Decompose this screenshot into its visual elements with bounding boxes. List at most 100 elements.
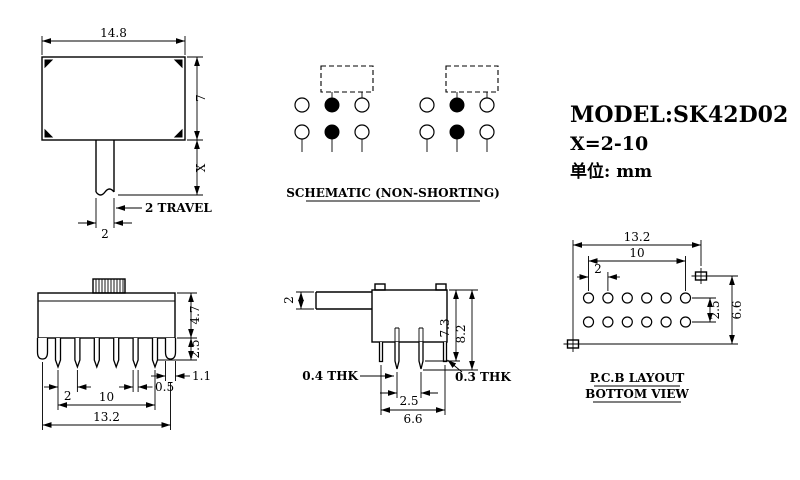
pin bbox=[151, 338, 159, 369]
model-number: MODEL:SK42D02 bbox=[570, 102, 788, 128]
cover-lip bbox=[374, 283, 386, 291]
terminal-contact bbox=[419, 97, 435, 113]
side-view: 2 7.3 8.2 0.4 THK 0.3 THK 2.5 bbox=[282, 283, 511, 426]
mounting-leg bbox=[378, 342, 384, 363]
pin-thickness-note: 0.4 THK bbox=[302, 369, 394, 383]
common-contact bbox=[449, 97, 465, 113]
pcb-hole bbox=[679, 316, 692, 328]
pcb-hole bbox=[602, 292, 614, 304]
dim-leg-width: 1.1 bbox=[151, 361, 211, 383]
dim-pin-span: 10 bbox=[58, 370, 156, 410]
schematic-caption: SCHEMATIC (NON-SHORTING) bbox=[286, 186, 500, 200]
dim-label: 13.2 bbox=[93, 410, 120, 424]
dim-overall-width: 13.2 bbox=[42, 362, 171, 430]
dim-label: 10 bbox=[99, 390, 114, 404]
x-range: X=2-10 bbox=[570, 133, 648, 155]
common-contact bbox=[449, 124, 465, 140]
dim-pcb-pin-span: 10 bbox=[588, 246, 686, 291]
dim-label: 2 bbox=[282, 296, 296, 304]
pin bbox=[74, 338, 81, 369]
pcb-hole bbox=[660, 316, 672, 328]
pcb-hole bbox=[641, 316, 653, 328]
dim-label: 2 bbox=[101, 227, 109, 241]
dim-pcb-overall-width: 13.2 bbox=[572, 230, 702, 336]
pcb-hole bbox=[602, 316, 614, 328]
terminal-pins bbox=[54, 338, 159, 369]
top-view: 14.8 7 X 2 2 TRAVEL bbox=[41, 26, 212, 241]
terminal-contact bbox=[294, 124, 310, 140]
break-line bbox=[95, 188, 115, 196]
pin bbox=[418, 342, 424, 370]
thk-label: 0.3 THK bbox=[455, 370, 511, 384]
dim-label: X bbox=[194, 163, 208, 172]
dim-row-pitch: 2.5 bbox=[380, 372, 438, 408]
schematic-view: SCHEMATIC (NON-SHORTING) bbox=[286, 65, 500, 202]
pcb-hole bbox=[621, 316, 633, 328]
unit-note: 单位: mm bbox=[570, 161, 652, 182]
common-contact bbox=[324, 124, 340, 140]
dim-pin-width: 0.5 bbox=[119, 370, 174, 394]
terminal-contact bbox=[479, 124, 495, 140]
travel-annotation: 2 TRAVEL bbox=[116, 201, 212, 215]
terminal-contact bbox=[419, 124, 435, 140]
leg-thickness-note: 0.3 THK bbox=[447, 359, 511, 384]
dim-label: 2.5 bbox=[399, 394, 418, 408]
dim-label: 2 bbox=[64, 389, 72, 403]
dim-stem-thickness: 2 bbox=[282, 291, 314, 310]
dim-label: 14.8 bbox=[100, 26, 127, 40]
dim-label: 0.5 bbox=[155, 380, 174, 394]
slider-box bbox=[320, 65, 374, 93]
slider-knob bbox=[92, 278, 126, 294]
cover-lip bbox=[435, 283, 447, 291]
dim-pin-shoulder: 2.5 bbox=[158, 338, 202, 361]
dim-stem-width: 2 bbox=[78, 198, 132, 241]
dim-label: 2 bbox=[594, 262, 602, 276]
pin bbox=[394, 342, 400, 370]
dim-overall-height: 8.2 bbox=[423, 290, 478, 371]
mounting-leg bbox=[164, 338, 177, 360]
pin bbox=[93, 338, 100, 369]
pcb-hole bbox=[582, 316, 595, 328]
dim-pcb-pin-pitch: 2 bbox=[577, 262, 620, 291]
pcb-hole bbox=[582, 292, 595, 304]
pcb-hole bbox=[641, 292, 653, 304]
corner-mark bbox=[44, 128, 54, 138]
dim-body-height: 4.7 bbox=[177, 292, 202, 339]
dim-label: 4.7 bbox=[188, 305, 202, 324]
slider-box bbox=[445, 65, 499, 93]
switch-body-outline bbox=[41, 56, 186, 141]
terminal-contact bbox=[354, 97, 370, 113]
corner-mark bbox=[44, 59, 54, 69]
pcb-hole bbox=[621, 292, 633, 304]
thk-label: 0.4 THK bbox=[302, 369, 358, 383]
pcb-hole bbox=[660, 292, 672, 304]
dim-top-height: 7 bbox=[187, 56, 208, 141]
dim-label: 2.5 bbox=[708, 300, 722, 319]
dim-label: 7.3 bbox=[438, 318, 452, 337]
dim-label: 8.2 bbox=[454, 324, 468, 343]
dim-label: 6.6 bbox=[403, 412, 422, 426]
dim-label: 13.2 bbox=[624, 230, 651, 244]
dim-pin-pitch: 2 bbox=[44, 370, 91, 410]
dim-label: 10 bbox=[629, 246, 644, 260]
pcb-holes bbox=[582, 292, 692, 328]
mounting-leg bbox=[442, 342, 448, 363]
pin bbox=[113, 338, 120, 369]
dim-height-to-shoulder: 7.3 bbox=[425, 289, 478, 362]
terminal-contact bbox=[294, 97, 310, 113]
switch-body-front bbox=[37, 292, 176, 339]
pin bbox=[132, 338, 139, 369]
interior-terminals bbox=[394, 327, 424, 342]
pin bbox=[54, 338, 62, 369]
dim-stem-length: X bbox=[118, 140, 208, 196]
pcb-hole bbox=[679, 292, 692, 304]
corner-mark bbox=[173, 59, 183, 69]
pcb-layout-view: 13.2 10 2 2.5 6.6 P.C.B LAYOUT bbox=[563, 230, 744, 403]
dim-label: 6.6 bbox=[730, 300, 744, 319]
stem-side bbox=[315, 291, 372, 310]
travel-note: 2 TRAVEL bbox=[145, 201, 212, 215]
corner-mark bbox=[173, 128, 183, 138]
mounting-leg bbox=[36, 338, 49, 360]
